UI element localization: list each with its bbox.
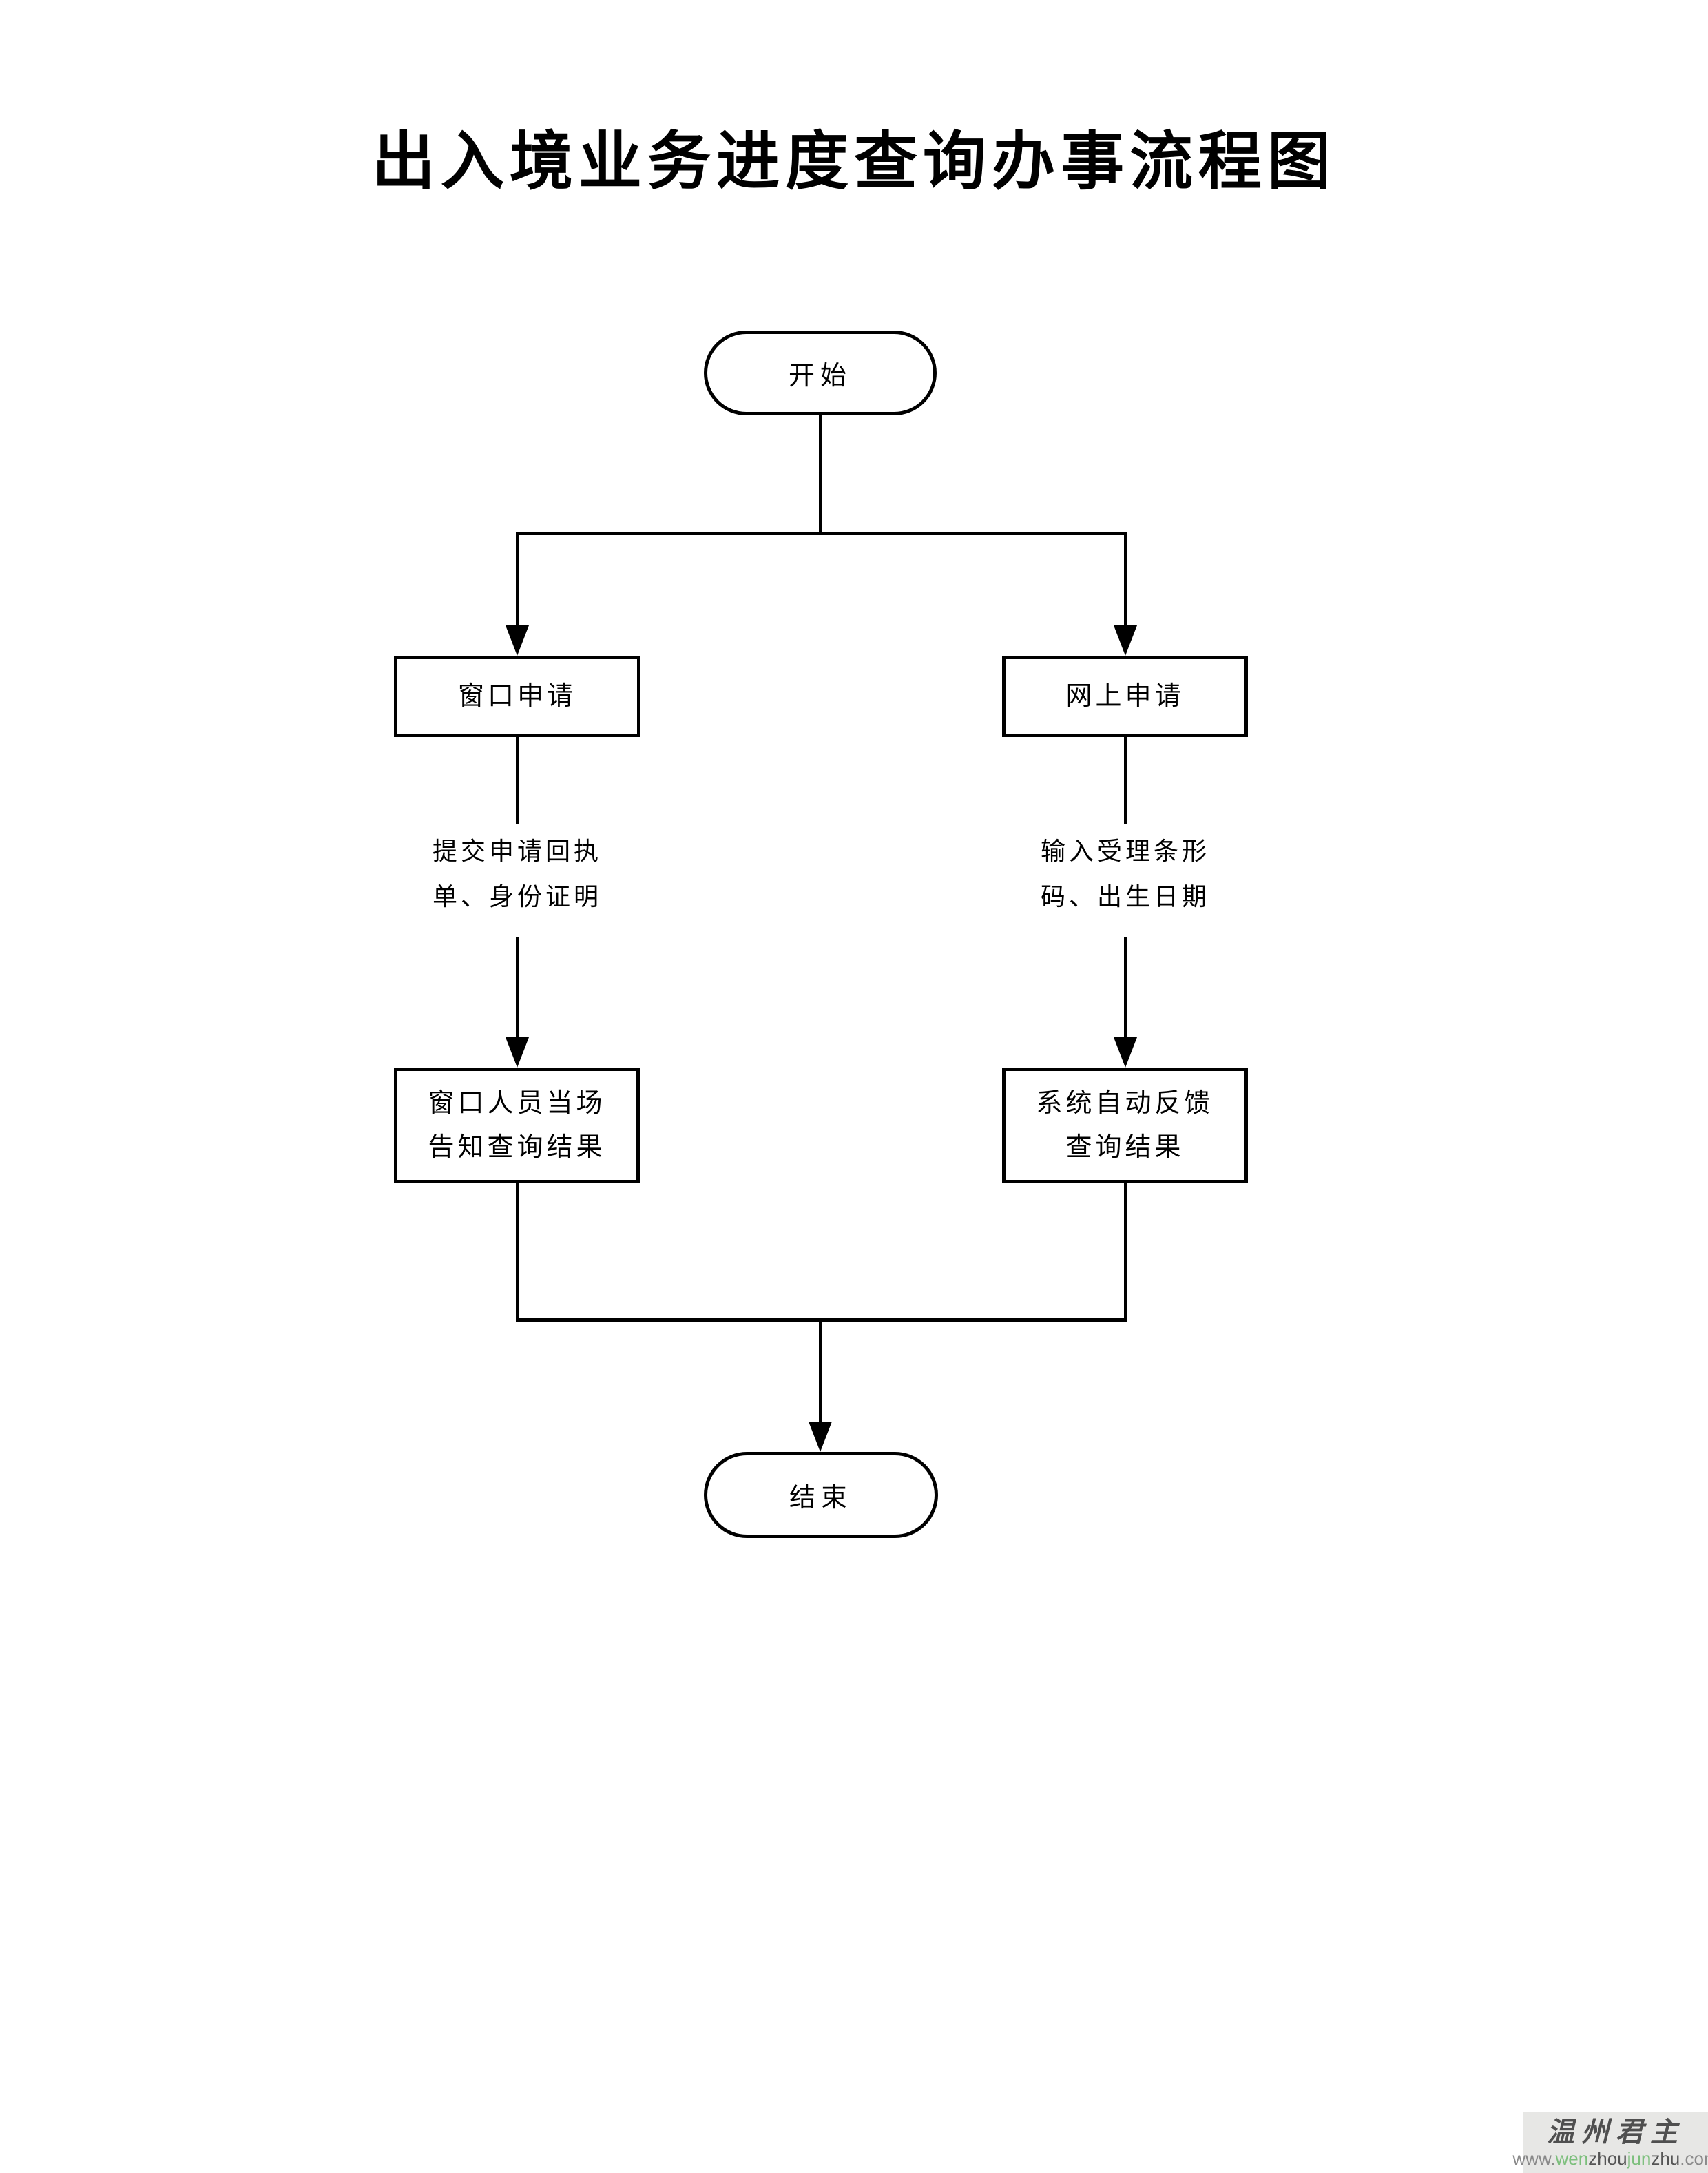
start-node-label: 开始 (788, 362, 852, 391)
window-result-label-line1: 窗口人员当场 (428, 1089, 606, 1118)
window-result-label-line2: 告知查询结果 (428, 1133, 606, 1162)
flow-line-merge-to-end (819, 1318, 822, 1422)
watermark-url-segment: jun (1627, 2148, 1652, 2169)
watermark-url-segment: .com (1680, 2148, 1708, 2169)
watermark-panel: 温州君主 www.wenzhoujunzhu.com (1512, 2112, 1708, 2173)
edge-label-window: 提交申请回执 单、身份证明 (311, 829, 724, 919)
flow-line-split-horizontal (516, 532, 1127, 535)
process-box-window-apply: 窗口申请 (394, 656, 640, 737)
end-node: 结束 (704, 1452, 938, 1538)
online-result-label-line1: 系统自动反馈 (1036, 1089, 1214, 1118)
watermark-url-segment: www. (1512, 2148, 1556, 2169)
flow-line-window-apply-down-upper (516, 737, 519, 824)
online-apply-label: 网上申请 (1065, 682, 1185, 711)
arrowhead-online-result-icon (1114, 1037, 1137, 1068)
edge-label-online-line1: 输入受理条形 (1040, 838, 1210, 865)
edge-label-online: 输入受理条形 码、出生日期 (919, 829, 1332, 919)
start-node: 开始 (704, 331, 937, 415)
arrowhead-window-apply-icon (506, 625, 529, 656)
flow-line-online-apply-down-upper (1124, 737, 1127, 824)
flow-line-window-result-down (516, 1183, 519, 1321)
flow-line-start-to-split (819, 414, 822, 533)
watermark-url: www.wenzhoujunzhu.com (1512, 2148, 1708, 2169)
page-title: 出入境业务进度查询办事流程图 (371, 127, 1336, 197)
arrowhead-window-result-icon (506, 1037, 529, 1068)
arrowhead-end-icon (809, 1422, 832, 1452)
process-box-window-result: 窗口人员当场 告知查询结果 (394, 1068, 640, 1183)
arrowhead-online-apply-icon (1114, 625, 1137, 656)
end-node-label: 结束 (789, 1484, 853, 1512)
watermark-url-segment: zhu (1651, 2148, 1680, 2169)
edge-label-window-line2: 单、身份证明 (432, 883, 602, 911)
flow-line-online-result-down (1124, 1183, 1127, 1321)
edge-label-window-line1: 提交申请回执 (432, 838, 602, 865)
flow-line-split-to-window-apply (516, 532, 519, 627)
process-box-online-apply: 网上申请 (1002, 656, 1248, 737)
watermark-url-segment: wen (1555, 2148, 1589, 2169)
watermark-url-segment: zhou (1588, 2148, 1627, 2169)
online-result-label-line2: 查询结果 (1065, 1133, 1185, 1162)
flow-line-online-apply-down-lower (1124, 937, 1127, 1039)
process-box-online-result: 系统自动反馈 查询结果 (1002, 1068, 1248, 1183)
flow-line-window-apply-down-lower (516, 937, 519, 1039)
watermark-brand: 温州君主 (1547, 2117, 1685, 2148)
window-apply-label: 窗口申请 (457, 682, 576, 711)
edge-label-online-line2: 码、出生日期 (1040, 883, 1210, 911)
flow-line-split-to-online-apply (1124, 532, 1127, 627)
